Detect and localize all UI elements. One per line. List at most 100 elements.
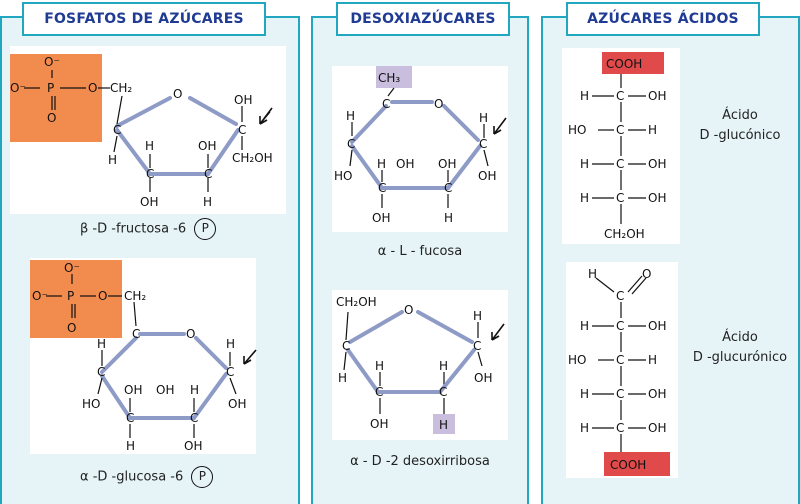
glucose-card: O⁻ O⁻ P O O CH₂ C O C C C C H bbox=[30, 258, 257, 454]
hydroxyl: OH bbox=[198, 139, 216, 153]
gluconic-structure: COOH H C OH HO C H H C OH H C OH CH₂OH bbox=[568, 52, 666, 241]
fructose-name: β -D -fructosa -6 bbox=[80, 221, 187, 237]
hydroxyl: OH bbox=[156, 383, 174, 397]
carbon: C bbox=[97, 365, 105, 379]
hydroxyl: OH bbox=[184, 439, 202, 453]
hydrogen: H bbox=[580, 319, 589, 333]
hydrogen: H bbox=[346, 109, 355, 123]
ch2oh: CH₂OH bbox=[232, 151, 273, 165]
phosphorus: P bbox=[67, 289, 74, 303]
hydroxyl: OH bbox=[648, 421, 666, 435]
glucuronic-caption: Ácido D -glucurónico bbox=[680, 328, 800, 368]
ch2: CH₂ bbox=[124, 289, 146, 303]
acids-title: AZÚCARES ÁCIDOS bbox=[566, 2, 760, 36]
o-minus: O⁻ bbox=[44, 55, 60, 69]
ring-oxygen: O bbox=[404, 303, 413, 317]
carbon: C bbox=[616, 289, 624, 303]
hydrogen: H bbox=[375, 359, 384, 373]
carbon: C bbox=[226, 365, 234, 379]
gluconic-card: COOH H C OH HO C H H C OH H C OH CH₂OH bbox=[562, 48, 680, 244]
hydrogen: H bbox=[203, 195, 212, 209]
hydroxyl: OH bbox=[648, 191, 666, 205]
carbon: C bbox=[616, 191, 624, 205]
deoxyribose-card: CH₂OH O C H H C OH H C H H C OH bbox=[332, 290, 508, 440]
carboxyl-highlight bbox=[602, 52, 664, 74]
carbon: C bbox=[378, 181, 386, 195]
carbon: C bbox=[473, 339, 481, 353]
hydrogen: H bbox=[444, 211, 453, 225]
carbon: C bbox=[375, 385, 383, 399]
glucose-structure: O⁻ O⁻ P O O CH₂ C O C C C C H bbox=[30, 260, 257, 453]
o-minus: O⁻ bbox=[64, 261, 80, 275]
carbon: C bbox=[126, 411, 134, 425]
oxygen: O bbox=[98, 289, 107, 303]
ch2: CH₂ bbox=[110, 81, 132, 95]
carbon: C bbox=[132, 327, 140, 341]
carbon: C bbox=[616, 89, 624, 103]
phosphate-circle-symbol: P bbox=[194, 218, 217, 240]
oxygen: O bbox=[67, 321, 76, 335]
hydroxyl: OH bbox=[478, 169, 496, 183]
glucuronic-line-2: D -glucurónico bbox=[692, 350, 788, 365]
o-minus: O⁻ bbox=[10, 81, 26, 95]
oxygen: O bbox=[88, 81, 97, 95]
hydrogen: H bbox=[97, 337, 106, 351]
glucose-name: α -D -glucosa -6 bbox=[80, 469, 184, 485]
hydrogen: H bbox=[145, 139, 154, 153]
hydrogen: H bbox=[338, 371, 347, 385]
hydrogen: H bbox=[580, 421, 589, 435]
o-minus: O⁻ bbox=[32, 289, 48, 303]
phosphate-box bbox=[30, 260, 122, 338]
deoxyribose-caption: α - D -2 desoxirribosa bbox=[350, 454, 490, 469]
phosphates-title: FOSFATOS DE AZÚCARES bbox=[22, 2, 266, 36]
hydrogen: H bbox=[580, 89, 589, 103]
carbon: C bbox=[439, 385, 447, 399]
carbon: C bbox=[146, 167, 154, 181]
hydrogen: H bbox=[126, 439, 135, 453]
carbon: C bbox=[616, 123, 624, 137]
hydroxyl: OH bbox=[396, 157, 414, 171]
deoxy-highlight bbox=[433, 414, 455, 434]
hydroxyl: OH bbox=[648, 157, 666, 171]
carbon: C bbox=[382, 97, 390, 111]
hydrogen: H bbox=[580, 387, 589, 401]
glucose-caption: α -D -glucosa -6 P bbox=[80, 466, 290, 488]
glucuronic-card: H O C H C OH HO C H H C OH H bbox=[566, 262, 678, 478]
hydroxyl: HO bbox=[334, 169, 352, 183]
hydroxyl: OH bbox=[438, 157, 456, 171]
methyl-highlight bbox=[376, 66, 412, 88]
carbon: C bbox=[444, 181, 452, 195]
carbon: C bbox=[113, 123, 121, 137]
hydroxyl: OH bbox=[124, 383, 142, 397]
carboxyl-highlight bbox=[604, 452, 670, 476]
ch2oh: CH₂OH bbox=[336, 295, 377, 309]
hydroxyl: OH bbox=[648, 319, 666, 333]
glucuronic-line-1: Ácido bbox=[722, 330, 758, 345]
oxygen: O bbox=[642, 267, 651, 281]
hydrogen: H bbox=[439, 418, 448, 432]
hydrogen: H bbox=[580, 191, 589, 205]
carbon: C bbox=[616, 157, 624, 171]
oxygen: O bbox=[47, 111, 56, 125]
carbon: C bbox=[238, 123, 246, 137]
hydroxyl: OH bbox=[474, 371, 492, 385]
fructose-card: O⁻ O⁻ P O O CH₂ O C C C C H H bbox=[10, 46, 286, 214]
cooh: COOH bbox=[610, 458, 646, 472]
anomeric-arrow bbox=[259, 107, 273, 125]
carbon: C bbox=[616, 387, 624, 401]
fructose-structure: O⁻ O⁻ P O O CH₂ O C C C C H H bbox=[10, 54, 273, 209]
carbon: C bbox=[204, 167, 212, 181]
hydrogen: H bbox=[588, 267, 597, 281]
carbon: C bbox=[479, 137, 487, 151]
hydroxyl: OH bbox=[140, 195, 158, 209]
hydroxyl: HO bbox=[568, 353, 586, 367]
hydroxyl: OH bbox=[234, 93, 252, 107]
ch3: CH₃ bbox=[378, 71, 400, 85]
hydrogen: H bbox=[439, 359, 448, 373]
hydroxyl: OH bbox=[648, 89, 666, 103]
fucose-structure: CH₃ C O H C HO H H C OH OH OH bbox=[334, 66, 507, 225]
hydroxyl: OH bbox=[370, 417, 388, 431]
ring-oxygen: O bbox=[173, 87, 182, 101]
hydroxyl: OH bbox=[228, 397, 246, 411]
hydroxyl: OH bbox=[372, 211, 390, 225]
